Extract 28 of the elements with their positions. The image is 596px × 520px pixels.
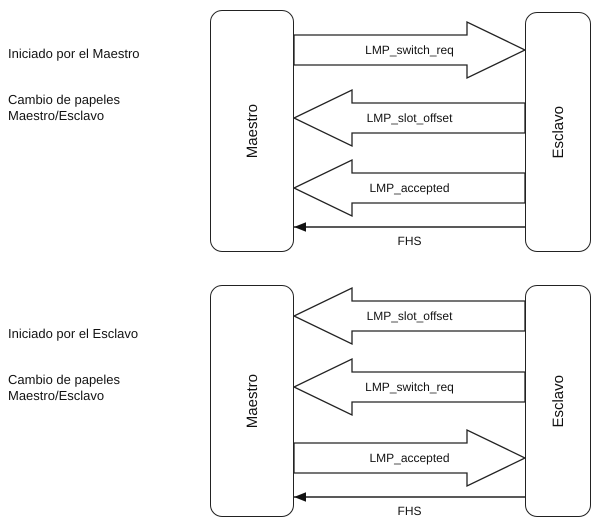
lifeline-label: Maestro	[244, 374, 260, 428]
note-text: Iniciado por el Maestro	[8, 46, 141, 62]
note-text: Cambio de papeles Maestro/Esclavo	[8, 372, 122, 404]
lifeline-box	[525, 285, 591, 517]
note-text: Iniciado por el Esclavo	[8, 326, 140, 342]
block-arrow	[292, 358, 526, 416]
edge-label: LMP_accepted	[367, 181, 452, 195]
block-arrow	[292, 286, 526, 346]
edge-label: LMP_switch_req	[363, 380, 456, 394]
arrow	[294, 492, 525, 502]
block-arrow	[293, 428, 526, 488]
lifeline-box	[210, 285, 294, 517]
lifeline-box	[525, 12, 591, 252]
edge-label: FHS	[396, 504, 422, 518]
edge-label: LMP_switch_req	[363, 43, 456, 57]
arrow	[294, 222, 525, 232]
edge-label: FHS	[396, 234, 422, 248]
lifeline-label: Esclavo	[550, 106, 566, 158]
lifeline-label: Maestro	[244, 104, 260, 158]
edge-label: LMP_accepted	[367, 451, 452, 465]
block-arrow	[292, 88, 526, 148]
note-text: Cambio de papeles Maestro/Esclavo	[8, 92, 122, 124]
block-arrow	[292, 158, 526, 218]
block-arrow	[293, 20, 526, 80]
lifeline-label: Esclavo	[550, 374, 566, 428]
edge-label: LMP_slot_offset	[364, 111, 454, 125]
lifeline-box	[210, 10, 294, 252]
edge-label: LMP_slot_offset	[364, 309, 454, 323]
